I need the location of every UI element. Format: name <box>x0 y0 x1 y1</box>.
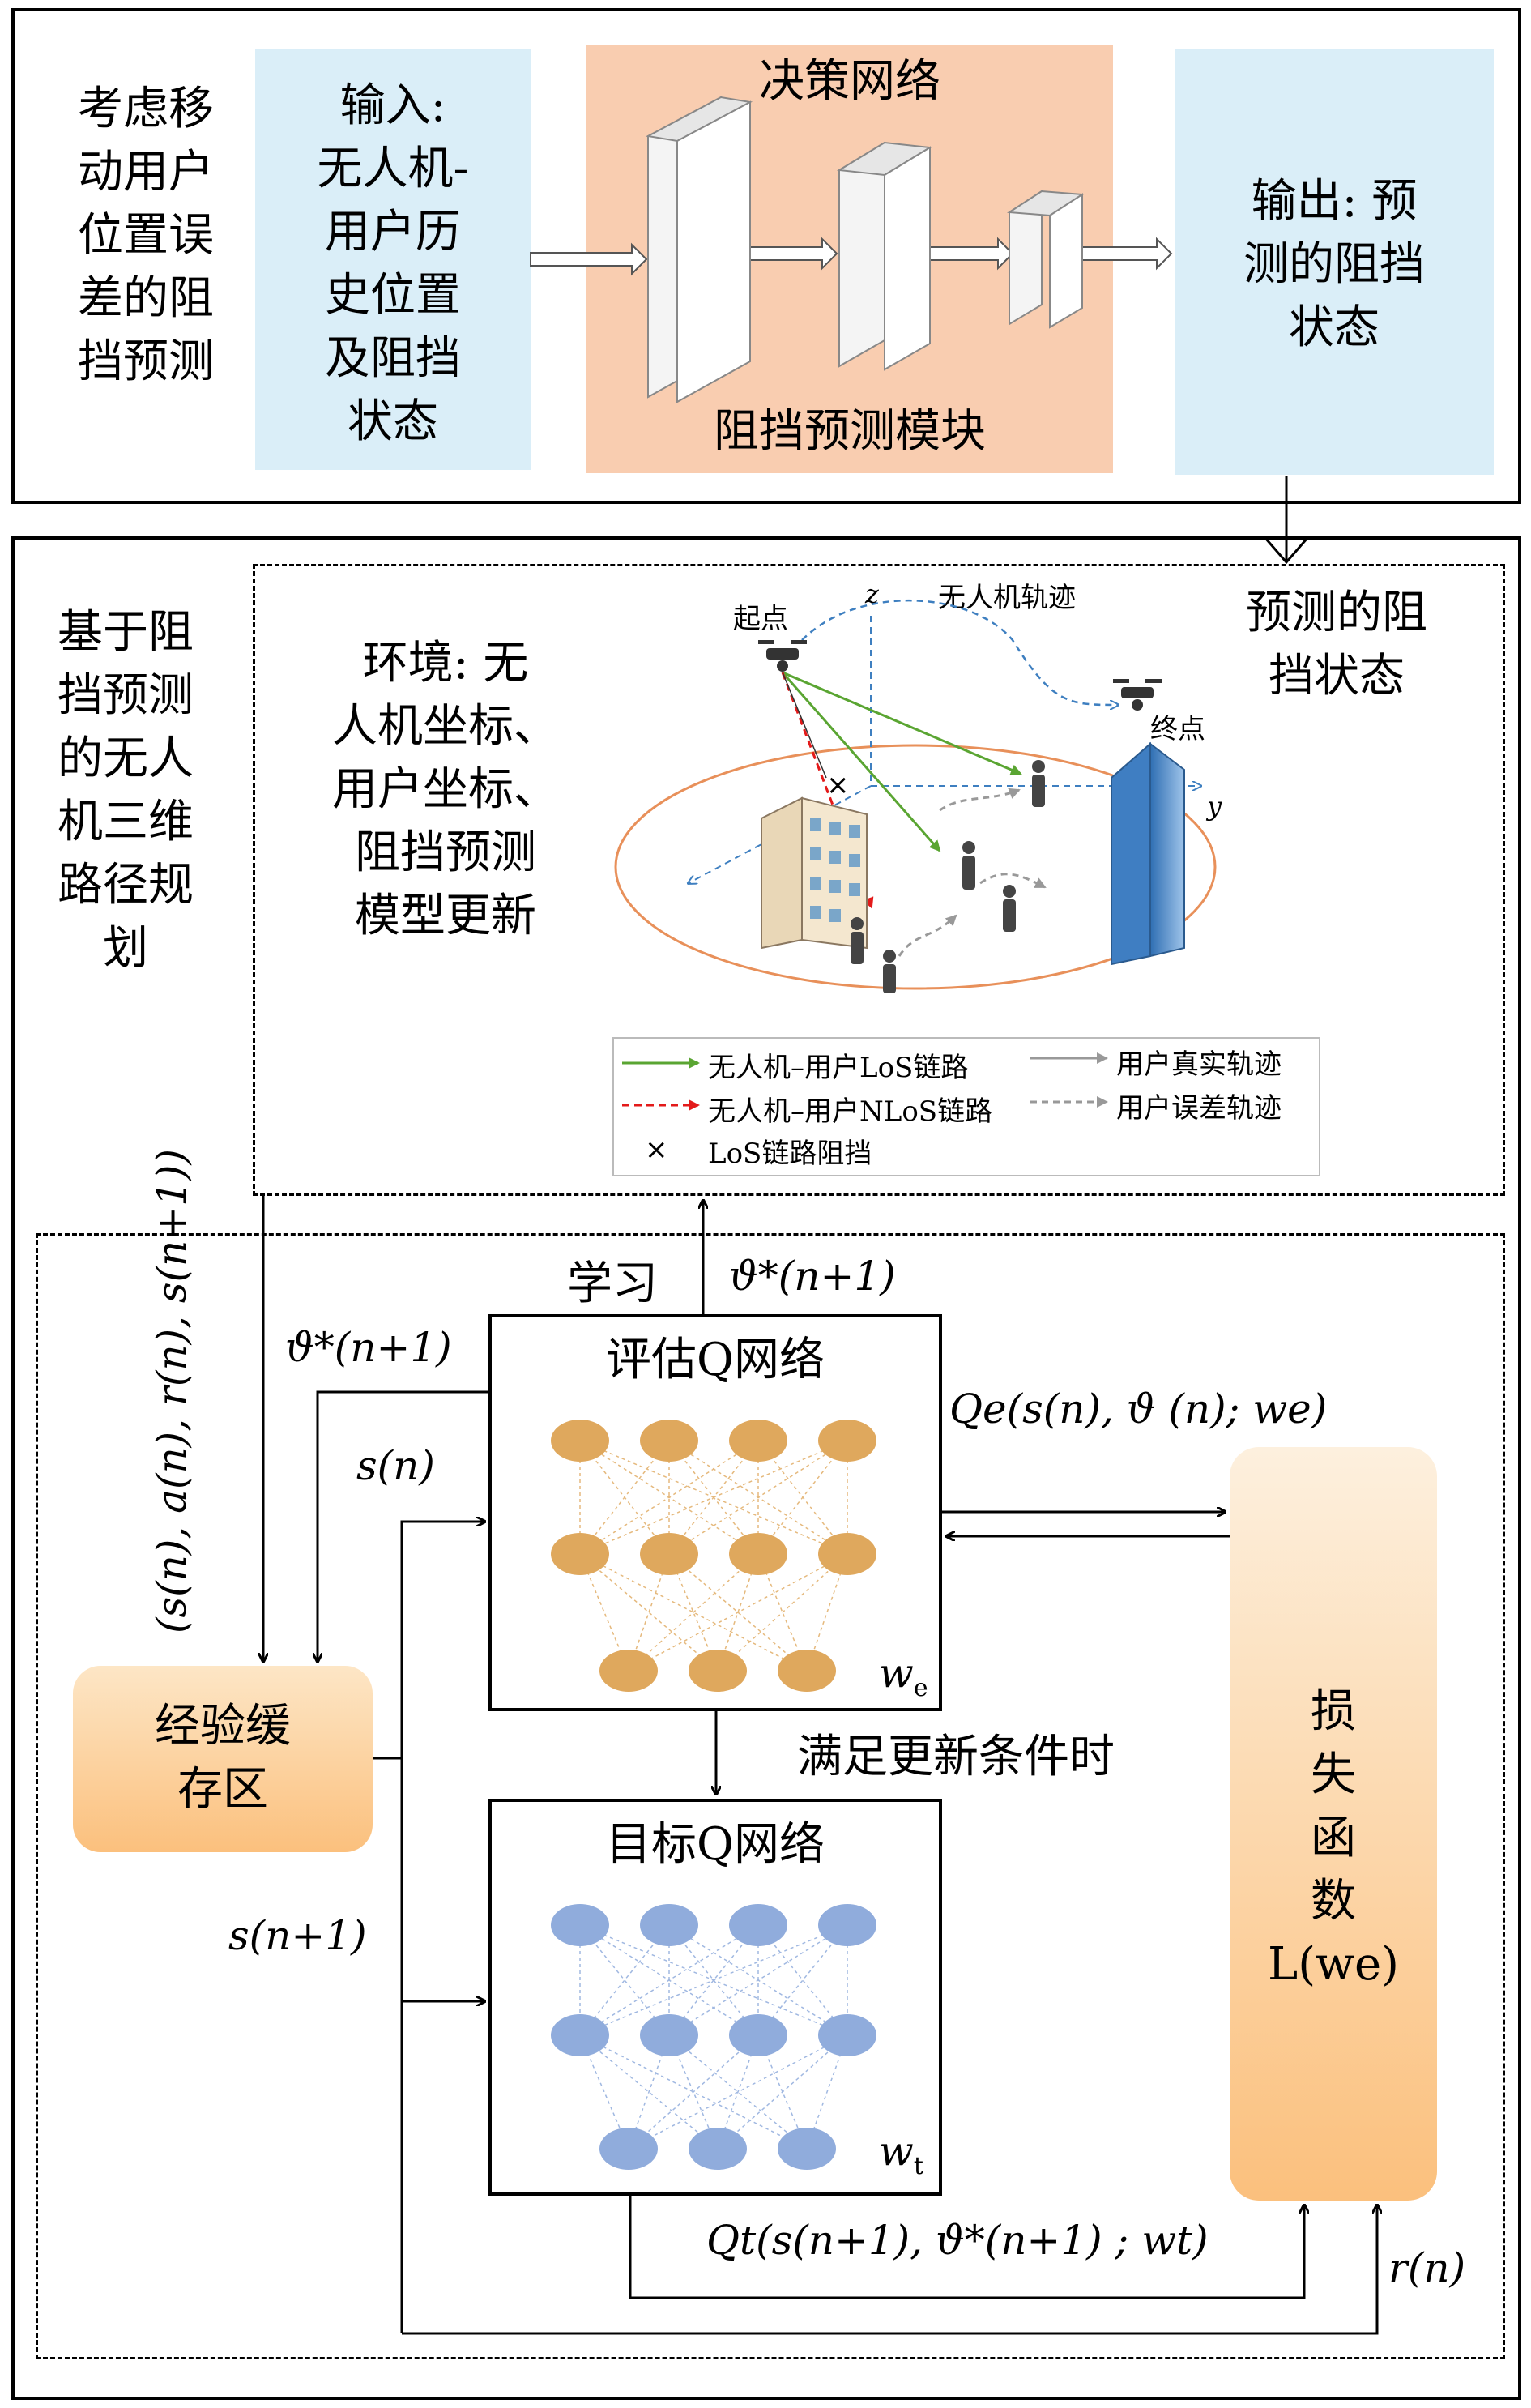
blocked-cross-icon: × <box>826 769 850 801</box>
legend-nlos-label: 无人机–用户NLoS链路 <box>708 1095 993 1128</box>
svg-text:×: × <box>645 1134 668 1166</box>
state-n1-label: s(n+1) <box>228 1912 367 1959</box>
right-tower-icon <box>1111 741 1185 966</box>
drone-trajectory-label: 无人机轨迹 <box>938 582 1076 614</box>
input-label: 输入: 无人机- 用户历 史位置 及阻挡 状态 <box>317 79 469 448</box>
target-weight-label: wt <box>879 2128 923 2180</box>
learn-label: 学习 <box>567 1257 658 1310</box>
legend-box <box>612 1037 1320 1176</box>
learning-region <box>36 1233 1505 2359</box>
legend-true-traj-label: 用户真实轨迹 <box>1116 1048 1282 1081</box>
reward-label: r(n) <box>1388 2244 1466 2291</box>
top-module-frame <box>11 8 1521 504</box>
block-prediction-module-title: 阻挡预测模块 <box>714 405 986 458</box>
decision-layer-slabs <box>645 96 1085 403</box>
experience-buffer-label: 经验缓 存区 <box>155 1700 291 1816</box>
theta-star-left-label: ϑ*(n+1) <box>285 1324 452 1371</box>
target-network-graph <box>579 1924 848 2150</box>
evaluation-network-nodes <box>551 1420 876 1692</box>
start-point-label: 起点 <box>733 603 788 635</box>
output-label: 输出: 预 测的阻挡 状态 <box>1243 175 1425 354</box>
predicted-block-state-label: 预测的阻 挡状态 <box>1246 587 1427 702</box>
qe-output-label: Qe(s(n), ϑ (n); we) <box>949 1385 1328 1432</box>
legend-blocked-label: LoS链路阻挡 <box>708 1138 872 1170</box>
target-q-network-box <box>488 1799 942 2196</box>
loss-function-box <box>1230 1447 1437 2201</box>
bottom-left-label: 基于阻 挡预测 的无人 机三维 路径规 划 <box>58 606 194 975</box>
loss-function-label: 损 失 函 数 L(we) <box>1268 1685 1399 1991</box>
update-condition-label: 满足更新条件时 <box>797 1731 1115 1783</box>
target-q-network-title: 目标Q网络 <box>606 1818 825 1871</box>
start-drone-icon <box>758 640 807 672</box>
end-drone-icon <box>1113 679 1162 711</box>
bottom-module-frame <box>11 536 1521 2400</box>
experience-buffer-box <box>73 1666 373 1852</box>
user-person-icons <box>851 760 1045 993</box>
environment-label: 环境: 无 人机坐标、 用户坐标、 阻挡预测 模型更新 <box>332 637 559 942</box>
axis-z-label: z <box>865 579 879 609</box>
evaluation-weight-label: we <box>879 1650 928 1702</box>
evaluation-q-network-box <box>488 1314 942 1711</box>
legend-marks: × <box>622 1052 1108 1166</box>
left-building-icon <box>761 796 868 950</box>
legend-err-traj-label: 用户误差轨迹 <box>1116 1092 1282 1125</box>
top-left-label: 考虑移 动用户 位置误 差的阻 挡预测 <box>78 83 214 388</box>
target-network-nodes <box>551 1904 876 2170</box>
end-point-label: 终点 <box>1150 713 1205 745</box>
legend-los-label: 无人机–用户LoS链路 <box>708 1052 969 1084</box>
input-box <box>255 49 531 470</box>
axis-y-label: y <box>1207 791 1222 822</box>
environment-scene: × <box>614 600 1217 993</box>
evaluation-network-graph <box>579 1440 848 1672</box>
qt-output-label: Qt(s(n+1), ϑ*(n+1) ; wt) <box>706 2217 1209 2264</box>
evaluation-q-network-title: 评估Q网络 <box>606 1334 825 1386</box>
learning-flow-lines <box>263 1196 1377 2335</box>
state-n-label: s(n) <box>356 1442 435 1489</box>
environment-region <box>253 564 1505 1196</box>
output-box <box>1175 49 1494 475</box>
decision-network-title: 决策网络 <box>759 55 940 108</box>
theta-star-top-label: ϑ*(n+1) <box>729 1253 896 1300</box>
top-flow-arrows <box>530 237 1173 276</box>
